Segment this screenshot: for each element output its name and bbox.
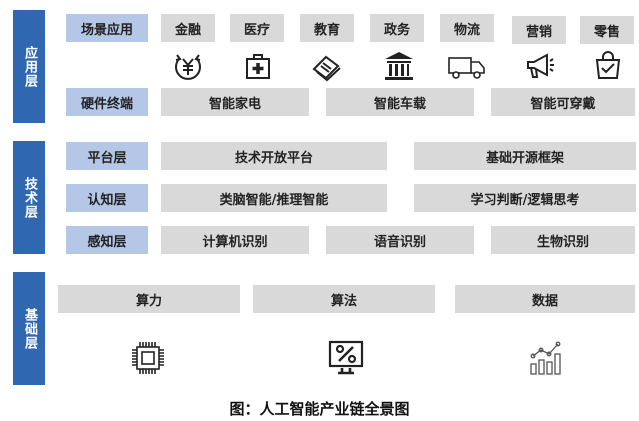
foundation-compute: 算力 xyxy=(58,285,240,313)
hardware-smart-wearable: 智能可穿戴 xyxy=(491,88,635,116)
figure-caption: 图：人工智能产业链全景图 xyxy=(229,400,410,418)
platform-open-source-framework: 基础开源框架 xyxy=(414,142,636,170)
scene-education: 教育 xyxy=(300,14,354,42)
chip-icon xyxy=(128,338,168,378)
platform-open-tech: 技术开放平台 xyxy=(161,142,387,170)
hardware-terminal-label: 硬件终端 xyxy=(66,88,148,116)
foundation-layer-label: 基础层 xyxy=(13,272,45,385)
cognition-learning-logic: 学习判断/逻辑思考 xyxy=(414,184,636,212)
hardware-smart-appliance: 智能家电 xyxy=(161,88,309,116)
scene-retail: 零售 xyxy=(580,16,634,44)
delivery-truck-icon xyxy=(446,49,488,83)
perception-computer-vision: 计算机识别 xyxy=(161,226,309,254)
foundation-algorithm: 算法 xyxy=(253,285,435,313)
cognition-layer-label: 认知层 xyxy=(66,184,148,212)
scene-application-label: 场景应用 xyxy=(66,14,148,42)
cognition-brain-inspired: 类脑智能/推理智能 xyxy=(161,184,387,212)
medical-kit-icon xyxy=(241,49,275,83)
foundation-data: 数据 xyxy=(455,285,635,313)
application-layer-label: 应用层 xyxy=(13,10,45,123)
technology-layer-label: 技术层 xyxy=(13,141,45,254)
scene-marketing: 营销 xyxy=(512,16,566,44)
platform-layer-label: 平台层 xyxy=(66,142,148,170)
perception-speech: 语音识别 xyxy=(326,226,474,254)
yuan-coin-icon xyxy=(171,49,205,83)
perception-biometric: 生物识别 xyxy=(491,226,635,254)
percent-monitor-icon xyxy=(326,338,366,378)
book-icon xyxy=(309,49,343,83)
scene-finance: 金融 xyxy=(161,14,215,42)
hardware-smart-vehicle: 智能车载 xyxy=(326,88,474,116)
scene-logistics: 物流 xyxy=(440,14,494,42)
scene-government: 政务 xyxy=(370,14,424,42)
perception-layer-label: 感知层 xyxy=(66,226,148,254)
megaphone-icon xyxy=(522,49,556,83)
shopping-bag-icon xyxy=(591,49,625,83)
government-building-icon xyxy=(382,49,416,83)
scene-medical: 医疗 xyxy=(230,14,284,42)
data-chart-icon xyxy=(525,338,565,378)
